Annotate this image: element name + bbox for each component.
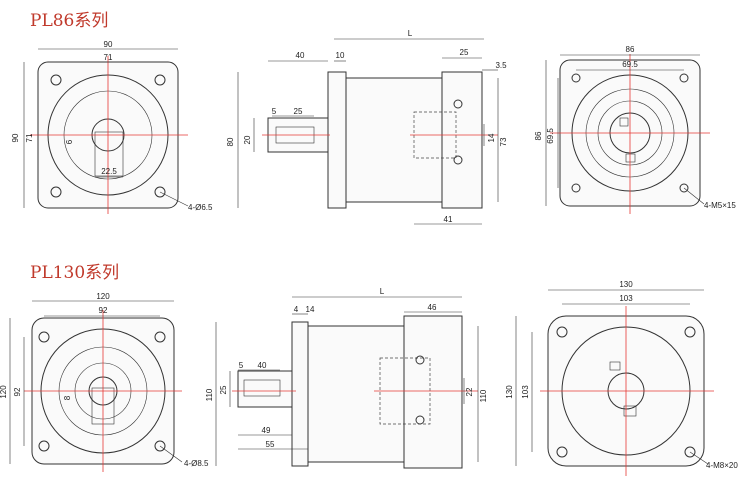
pl86-side-d80-dim: 80 bbox=[226, 137, 235, 146]
pl130-side-d40-dim: 40 bbox=[258, 361, 267, 370]
pl86-side-d10-dim: 10 bbox=[336, 51, 345, 60]
pl130-front-view bbox=[9, 300, 183, 472]
pl130-front-hole-spacing-dim: 92 bbox=[99, 306, 108, 315]
pl130-rear-height-dim: 130 bbox=[505, 385, 514, 399]
pl130-rear-view bbox=[515, 289, 714, 476]
pl86-front-holes-label: 4-Ø6.5 bbox=[188, 203, 213, 212]
pl130-front-width-dim: 120 bbox=[96, 292, 110, 301]
pl86-side-d41-dim: 41 bbox=[444, 215, 453, 224]
pl86-side-d73-dim: 73 bbox=[499, 137, 508, 146]
pl86-side-d35-dim: 3.5 bbox=[495, 61, 507, 70]
series-title-pl86: PL86系列 bbox=[30, 11, 109, 31]
pl86-side-d25-dim: 25 bbox=[460, 48, 469, 57]
pl86-side-overall-dim: L bbox=[408, 29, 413, 38]
pl86-front-hole-spacing-dim: 71 bbox=[104, 53, 113, 62]
pl86-side-d20-dim: 20 bbox=[243, 135, 252, 144]
pl130-side-d14-dim: 14 bbox=[306, 305, 315, 314]
pl86-rear-pcd-v-dim: 69.5 bbox=[546, 128, 555, 144]
pl130-side-d22-dim: 22 bbox=[465, 387, 474, 396]
pl130-side-d5-dim: 5 bbox=[239, 361, 244, 370]
pl130-rear-threads-label: 4-M8×20 bbox=[706, 461, 738, 470]
pl86-rear-width-dim: 86 bbox=[626, 45, 635, 54]
pl130-front-shaft-dia-dim: 8 bbox=[63, 395, 72, 400]
pl130-side-overall-dim: L bbox=[380, 287, 385, 296]
pl130-side-view bbox=[215, 296, 479, 469]
pl86-rear-pcd-dim: 69.5 bbox=[622, 60, 638, 69]
pl130-side-d4-dim: 4 bbox=[294, 305, 299, 314]
pl130-side-d46-dim: 46 bbox=[428, 303, 437, 312]
pl130-side-d25-dim: 25 bbox=[219, 385, 228, 394]
pl86-front-height-dim: 90 bbox=[11, 133, 20, 142]
pl86-side-d25b-dim: 25 bbox=[294, 107, 303, 116]
pl86-side-d14-dim: 14 bbox=[487, 133, 496, 142]
pl130-front-holes-label: 4-Ø8.5 bbox=[184, 459, 209, 468]
pl86-front-shaft-dia-dim: 6 bbox=[65, 139, 74, 144]
pl130-side-d110-dim: 110 bbox=[205, 388, 214, 401]
pl130-rear-pcd-v-dim: 103 bbox=[521, 385, 530, 399]
pl130-front-height-dim: 120 bbox=[0, 385, 8, 399]
pl86-front-view bbox=[23, 48, 189, 214]
series-title-pl130: PL130系列 bbox=[30, 263, 120, 283]
pl86-side-d5-dim: 5 bbox=[272, 107, 277, 116]
pl86-side-view bbox=[237, 38, 499, 225]
pl130-rear-pcd-dim: 103 bbox=[619, 294, 633, 303]
pl86-rear-threads-label: 4-M5×15 bbox=[704, 201, 736, 210]
pl86-front-hole-spacing-v-dim: 71 bbox=[25, 133, 34, 142]
pl130-side-d49-dim: 49 bbox=[262, 426, 271, 435]
pl86-side-d40-dim: 40 bbox=[296, 51, 305, 60]
pl86-front-width-dim: 90 bbox=[104, 40, 113, 49]
pl130-rear-width-dim: 130 bbox=[619, 280, 633, 289]
pl130-side-d110b-dim: 110 bbox=[479, 389, 488, 402]
pl130-side-d55-dim: 55 bbox=[266, 440, 275, 449]
pl130-front-hole-spacing-v-dim: 92 bbox=[13, 387, 22, 396]
pl86-rear-height-dim: 86 bbox=[534, 131, 543, 140]
pl86-rear-view bbox=[545, 54, 710, 214]
pl86-front-key-width-dim: 22.5 bbox=[101, 167, 117, 176]
